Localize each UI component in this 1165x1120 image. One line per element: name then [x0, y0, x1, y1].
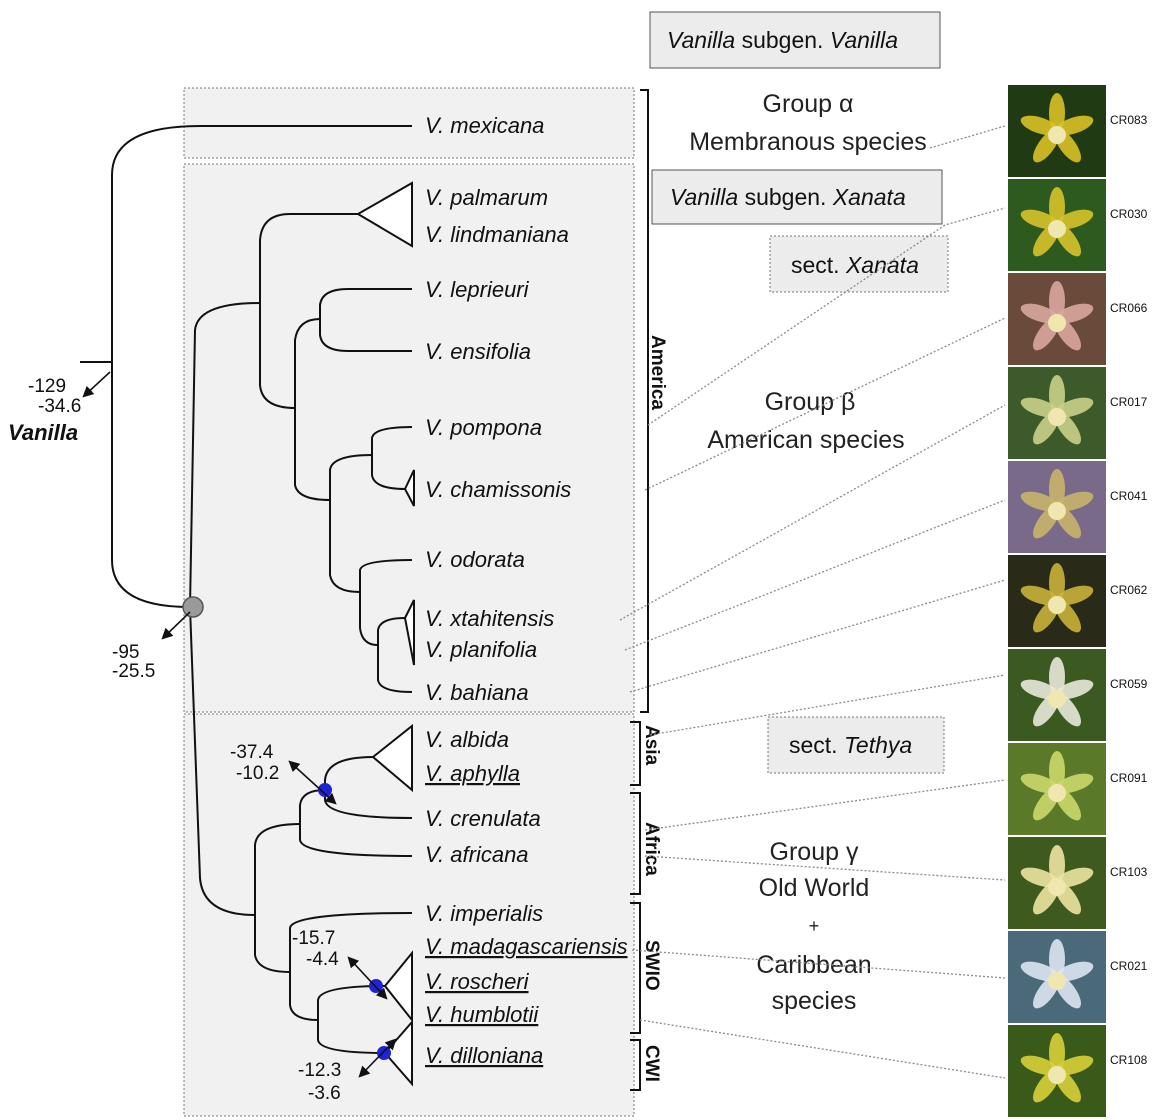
- taxon-pompona: V. pompona: [425, 415, 542, 440]
- group-gamma-line2: +: [809, 916, 820, 936]
- swio-age-max: -15.7: [292, 928, 335, 949]
- root-age-min: -34.6: [38, 396, 81, 417]
- orchid-photo: CR030: [1008, 179, 1148, 271]
- orchid-photo: CR103: [1008, 837, 1148, 929]
- orchid-photo: CR021: [1008, 931, 1148, 1023]
- node-cwi-marker: [377, 1046, 391, 1060]
- taxon-albida: V. albida: [425, 727, 509, 752]
- box-sect-xanata-label: sect. Xanata: [791, 252, 919, 278]
- orchid-photo: CR066: [1008, 273, 1148, 365]
- taxon-odorata: V. odorata: [425, 547, 525, 572]
- photo-code-label: CR091: [1110, 771, 1148, 785]
- box-subgen-vanilla: [649, 11, 941, 69]
- crown-age-max: -95: [112, 642, 139, 663]
- group-gamma-line3: Caribbean: [756, 951, 871, 979]
- box-subgen-xanata-label: Vanilla subgen. Xanata: [670, 184, 906, 210]
- orchid-photo: CR059: [1008, 649, 1148, 741]
- panel-mexicana: [183, 87, 635, 159]
- group-beta-title: Group β: [765, 388, 856, 416]
- region-asia: Asia: [641, 725, 662, 766]
- taxon-dilloniana: V. dilloniana: [425, 1043, 543, 1068]
- clade-triangle-cwi: [383, 1019, 413, 1087]
- clade-triangle-chamissonis: [403, 469, 415, 507]
- region-brackets: [630, 89, 649, 1091]
- group-gamma-title: Group γ: [770, 838, 859, 866]
- taxon-planifolia: V. planifolia: [425, 637, 537, 662]
- photo-leader-lines: [619, 125, 1006, 1079]
- group-alpha-title: Group α: [763, 90, 854, 118]
- region-swio: SWIO: [641, 940, 662, 991]
- box-sect-xanata: [769, 235, 949, 293]
- node-crown-marker: [182, 596, 204, 618]
- genus-label: Vanilla: [8, 420, 78, 445]
- photo-code-label: CR103: [1110, 865, 1148, 879]
- taxon-chamissonis: V. chamissonis: [425, 477, 571, 502]
- taxon-leprieuri: V. leprieuri: [425, 277, 530, 302]
- orchid-photo: CR041: [1008, 461, 1148, 553]
- asia-age-arrow: [288, 760, 337, 805]
- region-africa: Africa: [641, 822, 662, 876]
- taxon-imperialis: V. imperialis: [425, 901, 543, 926]
- tree-branches: [80, 125, 413, 1054]
- photo-code-label: CR062: [1110, 583, 1148, 597]
- taxon-crenulata: V. crenulata: [425, 806, 541, 831]
- group-beta-desc: American species: [707, 426, 904, 454]
- taxon-aphylla: V. aphylla: [425, 761, 520, 786]
- region-cwi: CWI: [641, 1045, 662, 1082]
- taxon-roscheri: V. roscheri: [425, 969, 530, 994]
- box-subgen-xanata: [651, 169, 943, 225]
- box-subgen-vanilla-label: Vanilla subgen. Vanilla: [667, 27, 898, 53]
- orchid-photo: CR017: [1008, 367, 1148, 459]
- taxon-madagascariensis: V. madagascariensis: [425, 934, 628, 959]
- clade-triangle-albida: [371, 723, 413, 793]
- cwi-age-arrow: [358, 1038, 397, 1078]
- crown-age-arrow: [161, 611, 191, 640]
- orchid-photo: CR083: [1008, 85, 1148, 177]
- photo-code-label: CR021: [1110, 959, 1148, 973]
- photo-strip: CR083CR030CR066CR017CR041CR062CR059CR091…: [1008, 85, 1148, 1117]
- swio-age-arrow: [347, 956, 388, 1000]
- photo-code-label: CR066: [1110, 301, 1148, 315]
- cwi-age-min: -3.6: [308, 1083, 341, 1104]
- root-age-max: -129: [28, 376, 66, 397]
- group-gamma-line4: species: [772, 987, 857, 1015]
- root-age-arrow: [82, 371, 111, 398]
- asia-age-min: -10.2: [236, 763, 279, 784]
- cwi-age-max: -12.3: [298, 1060, 341, 1081]
- photo-code-label: CR041: [1110, 489, 1148, 503]
- group-gamma-line1: Old World: [759, 874, 870, 902]
- crown-age-min: -25.5: [112, 661, 155, 682]
- clade-triangle-swio: [383, 950, 413, 1023]
- taxon-palmarum: V. palmarum: [425, 185, 548, 210]
- clade-triangle-tahitensis: [403, 599, 415, 666]
- photo-code-label: CR017: [1110, 395, 1148, 409]
- box-sect-tethya: [767, 716, 945, 774]
- taxon-humblotii: V. humblotii: [425, 1002, 539, 1027]
- taxon-ensifolia: V. ensifolia: [425, 339, 531, 364]
- taxon-bahiana: V. bahiana: [425, 680, 529, 705]
- clade-triangle-palmarum: [356, 181, 413, 248]
- taxon-africana: V. africana: [425, 842, 529, 867]
- orchid-photo: CR108: [1008, 1025, 1148, 1117]
- box-sect-tethya-label: sect. Tethya: [789, 732, 912, 758]
- taxon-lindmaniana: V. lindmaniana: [425, 222, 569, 247]
- orchid-photo: CR062: [1008, 555, 1148, 647]
- swio-age-min: -4.4: [306, 949, 339, 970]
- orchid-photo: CR091: [1008, 743, 1148, 835]
- group-alpha-desc: Membranous species: [689, 128, 927, 156]
- region-america: America: [647, 335, 668, 410]
- asia-age-max: -37.4: [230, 742, 274, 763]
- photo-code-label: CR108: [1110, 1053, 1148, 1067]
- photo-code-label: CR059: [1110, 677, 1148, 691]
- taxon-xtahitensis: V. xtahitensis: [425, 606, 554, 631]
- taxon-mexicana: V. mexicana: [425, 113, 544, 138]
- photo-code-label: CR030: [1110, 207, 1148, 221]
- photo-code-label: CR083: [1110, 113, 1148, 127]
